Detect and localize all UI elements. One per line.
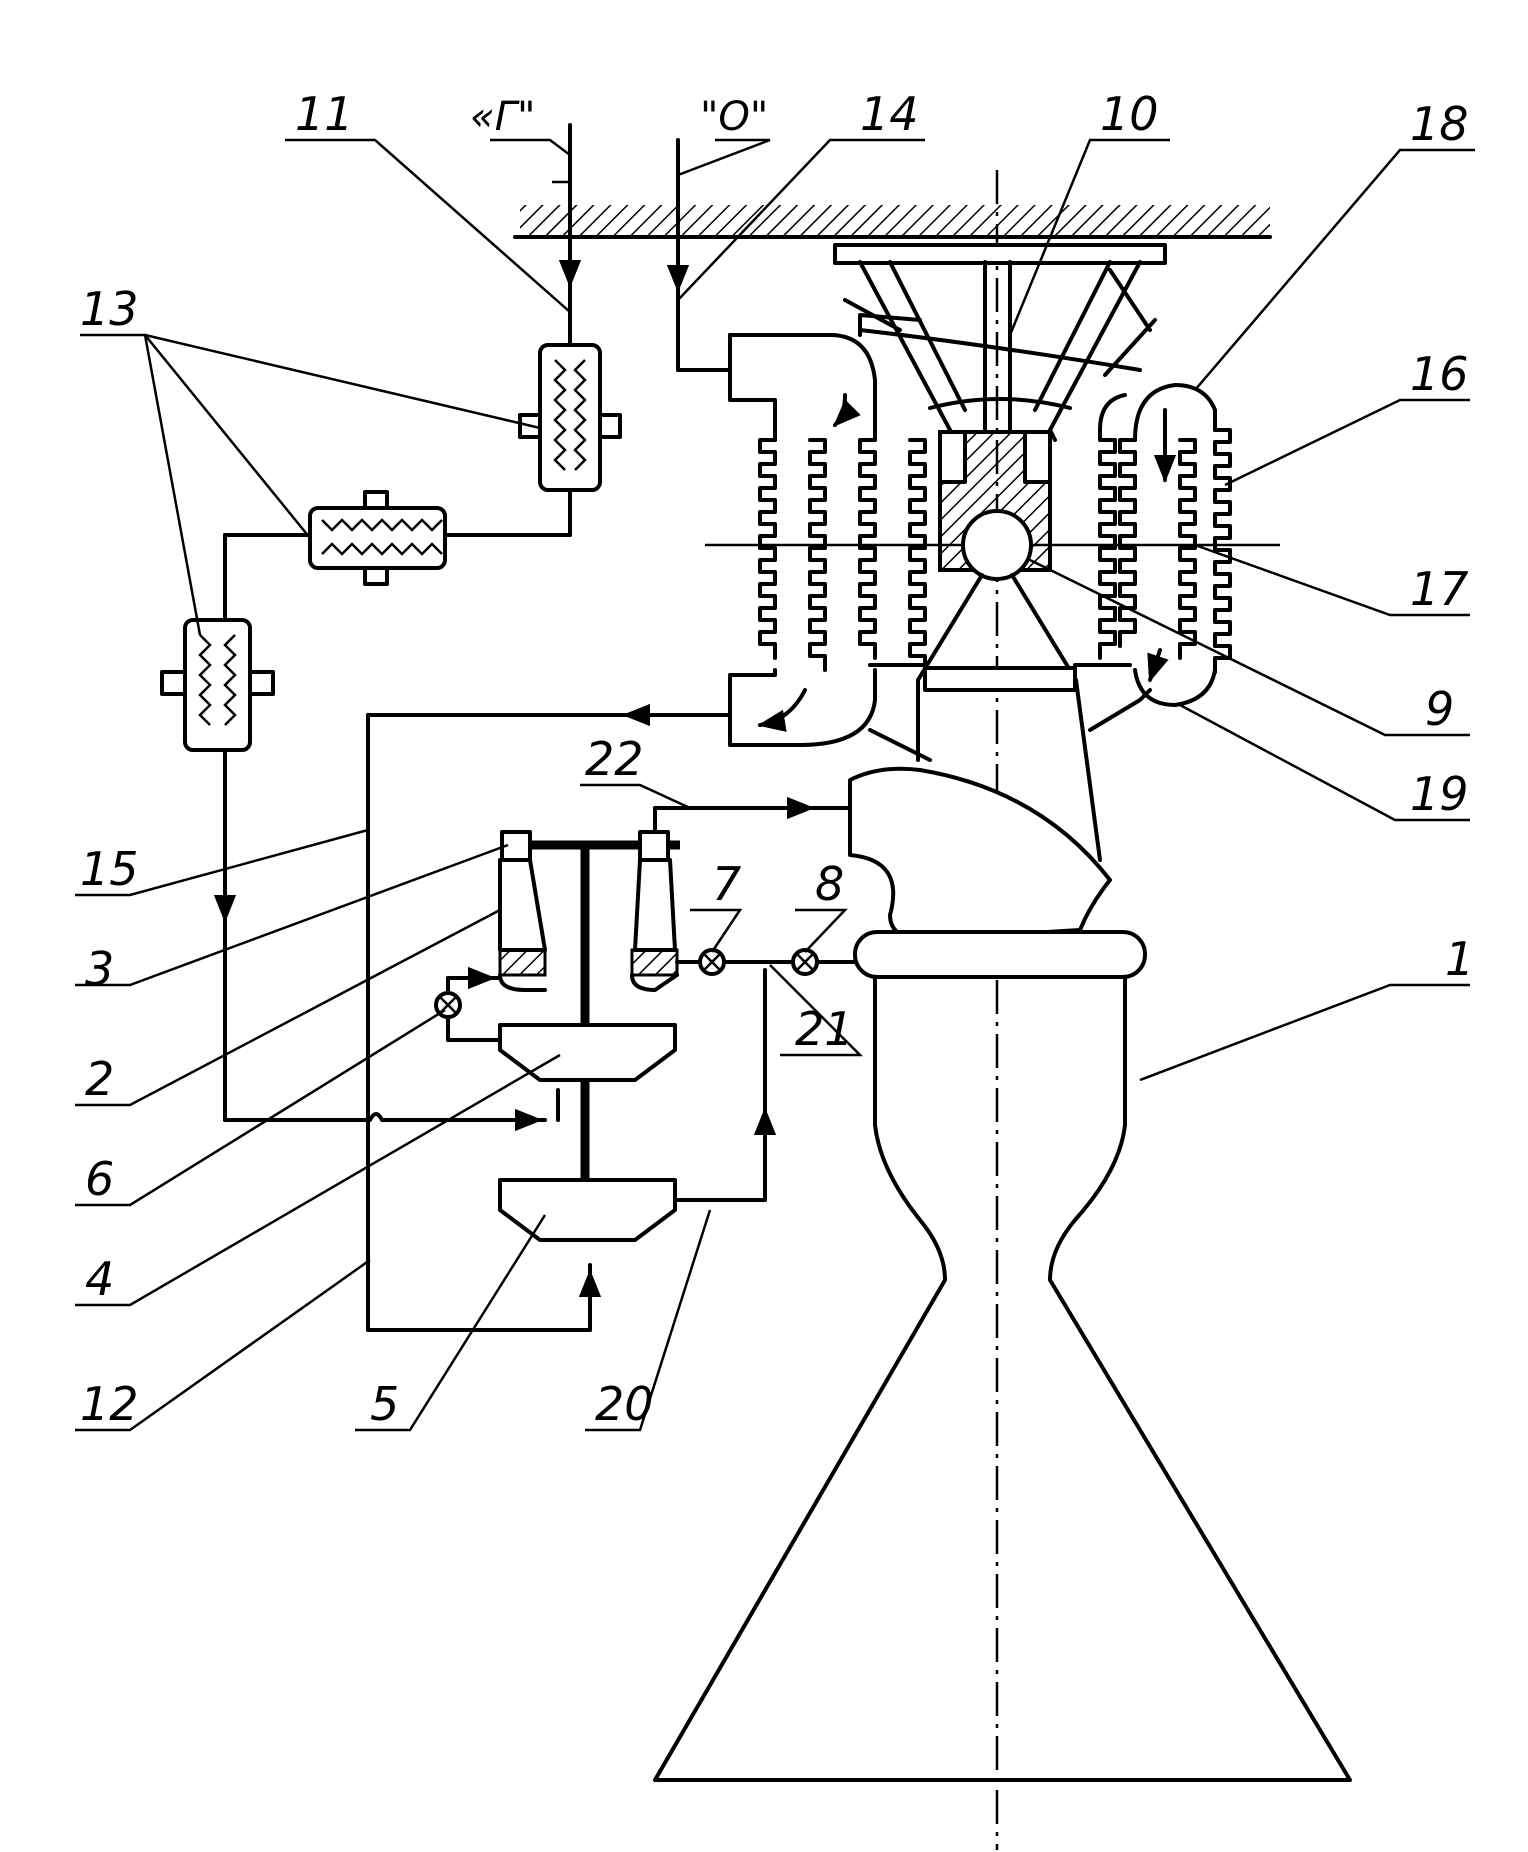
label-4: 4 xyxy=(85,1252,114,1306)
label-19: 19 xyxy=(1410,767,1469,821)
valve-7 xyxy=(675,948,857,976)
thrust-cone xyxy=(868,573,1152,862)
mounting-plate xyxy=(513,205,1272,239)
label-22: 22 xyxy=(585,732,644,786)
gas-manifold xyxy=(848,766,1112,942)
fuel-inlet-label: «Г" xyxy=(470,94,535,140)
label-5: 5 xyxy=(370,1377,399,1431)
label-17: 17 xyxy=(1410,562,1469,616)
oxidizer-bellows-duct xyxy=(728,333,927,747)
bellows-unit-bottom xyxy=(160,618,275,752)
label-11: 11 xyxy=(295,87,354,141)
turbopump xyxy=(498,796,852,1242)
label-14: 14 xyxy=(860,87,919,141)
valve-8 xyxy=(791,948,819,976)
bellows-unit-middle xyxy=(308,490,447,586)
oxidizer-inlet-line xyxy=(366,138,732,1332)
label-10: 10 xyxy=(1100,87,1159,141)
gimbal-joint xyxy=(938,430,1052,581)
label-12: 12 xyxy=(80,1377,139,1431)
label-1: 1 xyxy=(1445,932,1474,986)
label-3: 3 xyxy=(85,942,114,996)
label-7: 7 xyxy=(712,857,741,911)
label-8: 8 xyxy=(815,857,844,911)
thrust-chamber xyxy=(653,930,1352,1782)
label-15: 15 xyxy=(80,842,139,896)
label-6: 6 xyxy=(85,1152,114,1206)
label-9: 9 xyxy=(1425,682,1454,736)
label-18: 18 xyxy=(1410,97,1469,151)
gimbal-frame xyxy=(833,243,1167,442)
label-13: 13 xyxy=(80,282,139,336)
label-21: 21 xyxy=(795,1002,854,1056)
leaders xyxy=(75,138,1475,1432)
label-20: 20 xyxy=(595,1377,654,1431)
bellows-unit-top xyxy=(518,343,622,492)
label-16: 16 xyxy=(1410,347,1469,401)
valve-6 xyxy=(434,966,502,1042)
oxidizer-inlet-label: "О" xyxy=(700,94,768,140)
label-2: 2 xyxy=(85,1052,114,1106)
